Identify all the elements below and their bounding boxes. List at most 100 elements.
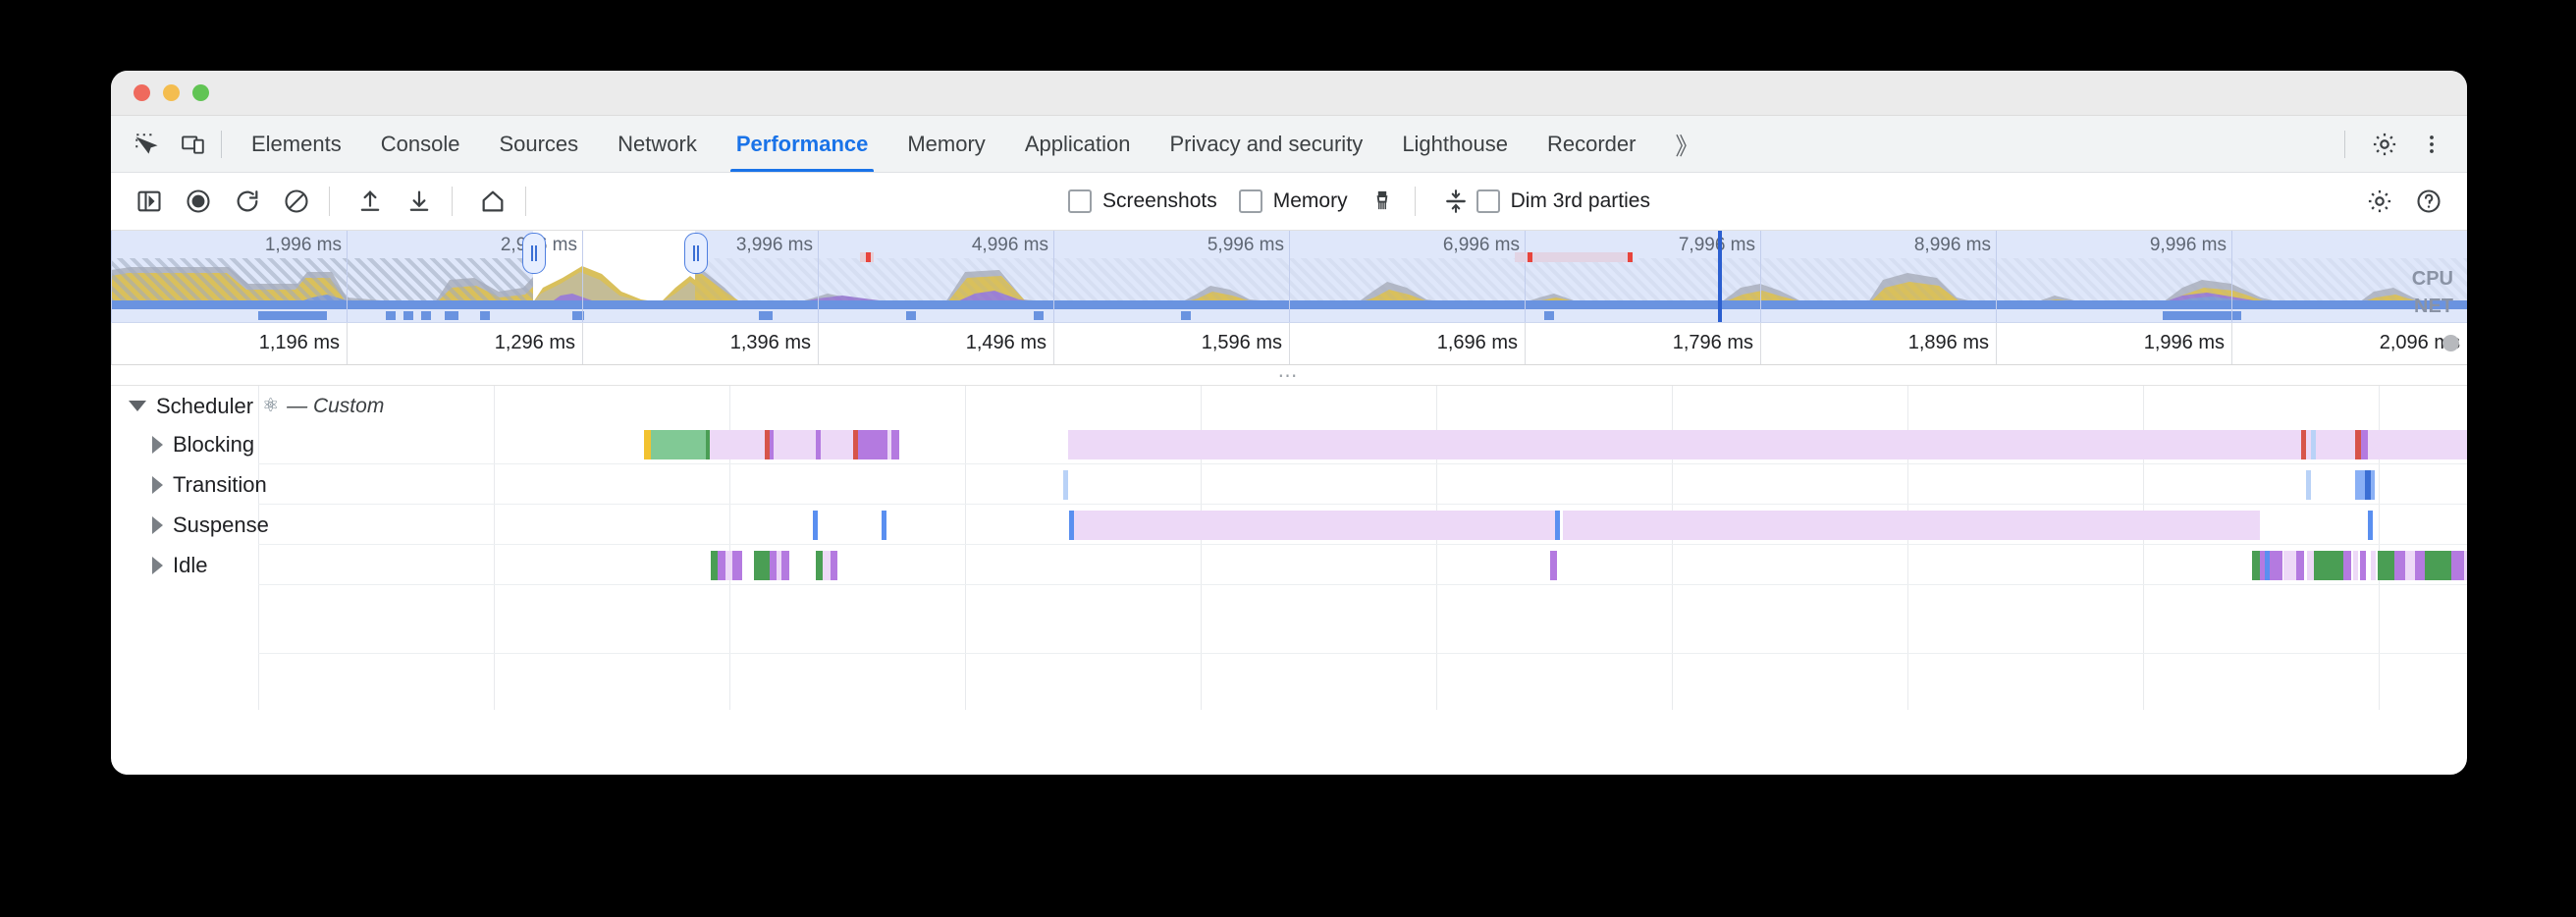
flame-segment[interactable] xyxy=(2315,430,2355,459)
flame-segment[interactable] xyxy=(816,551,823,580)
collect-garbage-icon[interactable] xyxy=(1362,181,1403,222)
flame-segment[interactable] xyxy=(2265,551,2271,580)
flame-segment[interactable] xyxy=(2425,551,2452,580)
flame-segment[interactable] xyxy=(770,551,778,580)
flame-segment[interactable] xyxy=(863,430,888,459)
selection-handle-right[interactable] xyxy=(684,233,708,274)
tab-performance[interactable]: Performance xyxy=(717,116,888,172)
horizontal-scroll-thumb[interactable] xyxy=(2442,335,2459,351)
flame-segment[interactable] xyxy=(1067,430,2301,459)
dim-3rd-parties-checkbox[interactable]: Dim 3rd parties xyxy=(1476,189,1650,213)
track-bars-blocking[interactable] xyxy=(258,430,2467,459)
reload-and-record-icon[interactable] xyxy=(227,181,268,222)
track-name-idle[interactable]: Idle xyxy=(152,545,207,585)
device-toolbar-icon[interactable] xyxy=(176,127,211,162)
chevron-right-icon[interactable] xyxy=(152,435,163,454)
flame-segment[interactable] xyxy=(2295,551,2305,580)
flame-segment[interactable] xyxy=(725,551,733,580)
flame-segment[interactable] xyxy=(2378,551,2394,580)
track-row-blocking[interactable]: Blocking xyxy=(111,424,2467,464)
tab-network[interactable]: Network xyxy=(598,116,717,172)
minimize-window-button[interactable] xyxy=(163,84,180,101)
flame-segment[interactable] xyxy=(816,430,822,459)
flame-segment[interactable] xyxy=(2314,551,2344,580)
panel-resizer[interactable]: ⋯ xyxy=(111,365,2467,387)
flame-segment[interactable] xyxy=(2307,551,2315,580)
flame-segment[interactable] xyxy=(812,511,818,540)
flame-segment[interactable] xyxy=(709,430,766,459)
track-group-name[interactable]: Scheduler ⚛ — Custom xyxy=(129,386,384,426)
tab-lighthouse[interactable]: Lighthouse xyxy=(1382,116,1528,172)
tab-memory[interactable]: Memory xyxy=(887,116,1004,172)
memory-checkbox[interactable]: Memory xyxy=(1238,189,1348,213)
flame-chart-tracks[interactable]: Scheduler ⚛ — Custom Blocking Transition xyxy=(111,386,2467,710)
flame-segment[interactable] xyxy=(1563,511,2261,540)
screenshots-checkbox[interactable]: Screenshots xyxy=(1068,189,1217,213)
flame-segment[interactable] xyxy=(2310,430,2316,459)
flame-segment[interactable] xyxy=(831,551,837,580)
flame-segment[interactable] xyxy=(2364,470,2372,500)
upload-profile-icon[interactable] xyxy=(349,181,391,222)
flame-segment[interactable] xyxy=(881,511,886,540)
flame-segment[interactable] xyxy=(2354,430,2362,459)
track-bars-idle[interactable] xyxy=(258,551,2467,580)
flame-segment[interactable] xyxy=(2415,551,2426,580)
flame-segment[interactable] xyxy=(1074,511,1556,540)
selection-handle-left[interactable] xyxy=(522,233,546,274)
flame-segment[interactable] xyxy=(1555,511,1561,540)
download-profile-icon[interactable] xyxy=(399,181,440,222)
flame-segment[interactable] xyxy=(711,551,719,580)
flame-segment[interactable] xyxy=(2300,430,2306,459)
flame-segment[interactable] xyxy=(1550,551,1557,580)
tab-console[interactable]: Console xyxy=(361,116,480,172)
chevron-down-icon[interactable] xyxy=(129,401,146,411)
flame-segment[interactable] xyxy=(2305,430,2311,459)
timeline-overview[interactable]: 996 ms 1,996 ms 2,996 ms 3,996 ms 4,996 … xyxy=(111,231,2467,323)
track-row-idle[interactable]: Idle xyxy=(111,545,2467,585)
flame-segment[interactable] xyxy=(644,430,651,459)
clear-icon[interactable] xyxy=(276,181,317,222)
track-bars-suspense[interactable] xyxy=(258,511,2467,540)
track-name-suspense[interactable]: Suspense xyxy=(152,505,269,545)
flame-segment[interactable] xyxy=(887,430,891,459)
flame-segment[interactable] xyxy=(2451,551,2465,580)
track-name-blocking[interactable]: Blocking xyxy=(152,424,254,464)
track-row-transition[interactable]: Transition xyxy=(111,464,2467,505)
flame-segment[interactable] xyxy=(2305,470,2311,500)
flame-segment[interactable] xyxy=(753,551,771,580)
close-window-button[interactable] xyxy=(134,84,150,101)
flame-segment[interactable] xyxy=(777,551,782,580)
collapse-tracks-icon[interactable] xyxy=(1435,181,1476,222)
tab-elements[interactable]: Elements xyxy=(232,116,361,172)
chevron-right-icon[interactable] xyxy=(152,515,163,534)
flame-segment[interactable] xyxy=(2359,551,2367,580)
flame-segment[interactable] xyxy=(853,430,859,459)
flame-segment[interactable] xyxy=(2353,551,2359,580)
flame-segment[interactable] xyxy=(732,551,743,580)
flame-segment[interactable] xyxy=(2343,551,2352,580)
gear-icon[interactable] xyxy=(2367,127,2402,162)
more-tabs-icon[interactable]: 》 xyxy=(1675,134,1699,160)
flame-segment[interactable] xyxy=(770,430,774,459)
flame-segment[interactable] xyxy=(2405,551,2416,580)
record-icon[interactable] xyxy=(178,181,219,222)
tab-recorder[interactable]: Recorder xyxy=(1528,116,1655,172)
track-name-transition[interactable]: Transition xyxy=(152,464,267,505)
help-icon[interactable] xyxy=(2408,181,2449,222)
track-row-suspense[interactable]: Suspense xyxy=(111,505,2467,545)
flame-segment[interactable] xyxy=(773,430,817,459)
maximize-window-button[interactable] xyxy=(192,84,209,101)
tab-application[interactable]: Application xyxy=(1005,116,1151,172)
flame-segment[interactable] xyxy=(2393,551,2406,580)
tab-sources[interactable]: Sources xyxy=(479,116,598,172)
flame-segment[interactable] xyxy=(890,430,900,459)
flame-segment[interactable] xyxy=(650,430,707,459)
capture-settings-icon[interactable] xyxy=(2359,181,2400,222)
flame-segment[interactable] xyxy=(718,551,726,580)
flame-segment[interactable] xyxy=(2361,430,2369,459)
flame-segment[interactable] xyxy=(2251,551,2261,580)
flame-segment[interactable] xyxy=(2464,551,2467,580)
chevron-right-icon[interactable] xyxy=(152,475,163,494)
flame-segment[interactable] xyxy=(2368,430,2467,459)
flame-segment[interactable] xyxy=(2368,511,2374,540)
